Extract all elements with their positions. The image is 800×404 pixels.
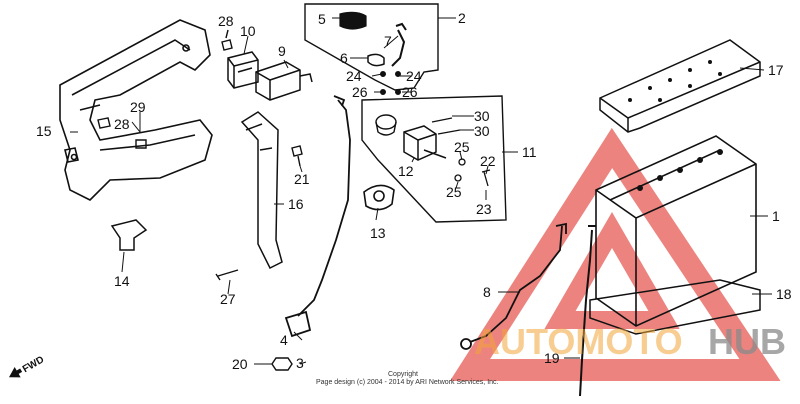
frame-bracket-drawing [59, 19, 213, 201]
part-label-30b: 30 [474, 123, 490, 139]
part-label-21: 21 [294, 171, 310, 187]
part-label-16: 16 [288, 196, 304, 212]
part-label-4: 4 [280, 332, 288, 348]
part-label-8: 8 [483, 284, 491, 300]
relay-drawing [227, 51, 259, 89]
battery-holder-bracket-drawing [240, 111, 283, 270]
fwd-arrow: FWD [9, 354, 46, 378]
mount-bracket-drawing [110, 219, 148, 251]
watermark-text-hub: HUB [708, 321, 786, 362]
part-label-26b: 26 [402, 84, 418, 100]
part-label-24b: 24 [406, 68, 422, 84]
part-label-24a: 24 [346, 68, 362, 84]
part-label-5: 5 [318, 11, 326, 27]
part-label-28b: 28 [114, 116, 130, 132]
part-label-18: 18 [776, 286, 792, 302]
part-label-2: 2 [458, 10, 466, 26]
part-label-19: 19 [544, 350, 560, 366]
fwd-label: FWD [21, 354, 46, 375]
part-label-14: 14 [114, 273, 130, 289]
watermark-logo: AUTOMOTO HUB [474, 321, 786, 362]
battery-tray-drawing [589, 279, 761, 335]
part-label-30a: 30 [474, 108, 490, 124]
part-label-27: 27 [220, 291, 236, 307]
screw-drawing [97, 117, 147, 149]
part-label-11: 11 [522, 144, 537, 160]
battery-cover-drawing [599, 39, 761, 133]
fuse-holder-drawing [363, 184, 395, 211]
copyright-line-1: Copyright [388, 371, 418, 378]
part-label-1: 1 [772, 208, 780, 224]
rubber-mount-drawing [375, 114, 397, 136]
part-number-labels: 1 2 3 4 5 6 7 8 9 10 11 12 13 14 15 16 1… [36, 10, 792, 372]
part-label-3: 3 [296, 355, 304, 371]
cover-holes [628, 60, 722, 102]
part-label-17: 17 [768, 62, 784, 78]
part-label-23: 23 [476, 201, 492, 217]
battery-caps [637, 149, 723, 191]
bolt-27-drawing [215, 269, 239, 281]
regulator-drawing [255, 61, 313, 101]
group-box-2 [304, 3, 439, 91]
part-label-13: 13 [370, 225, 386, 241]
watermark-triangle [449, 127, 781, 381]
ground-cable-drawing [284, 95, 351, 338]
part-label-25b: 25 [446, 184, 462, 200]
copyright-line-2: Page design (c) 2004 - 2014 by ARI Netwo… [316, 379, 499, 386]
part-label-9: 9 [278, 43, 286, 59]
watermark-text-automoto: AUTOMOTO [474, 321, 683, 362]
part-label-28a: 28 [218, 13, 234, 29]
starter-relay-drawing [403, 125, 447, 161]
part-label-12: 12 [398, 163, 414, 179]
group-box-11 [361, 95, 507, 223]
fuse-drawing [431, 117, 461, 135]
part-label-15: 15 [36, 123, 52, 139]
part-label-29: 29 [130, 99, 146, 115]
terminal-boot-drawing [367, 53, 385, 67]
part-label-10: 10 [240, 23, 256, 39]
part-label-26a: 26 [352, 84, 368, 100]
screw-drawing-2 [454, 158, 491, 187]
washer-nut-drawing [380, 71, 401, 95]
bolt-21-drawing [291, 145, 303, 167]
part-label-7: 7 [384, 33, 392, 49]
nut-20-drawing [271, 357, 293, 371]
breather-tube-drawing [579, 225, 596, 397]
part-label-25a: 25 [454, 139, 470, 155]
battery-cable-drawing [460, 222, 567, 350]
part-label-22: 22 [480, 153, 496, 169]
starter-cable-drawing [391, 22, 407, 67]
leader-lines [70, 17, 772, 365]
part-label-20: 20 [232, 356, 248, 372]
part-label-6: 6 [340, 50, 348, 66]
terminal-cap-drawing [339, 11, 367, 30]
